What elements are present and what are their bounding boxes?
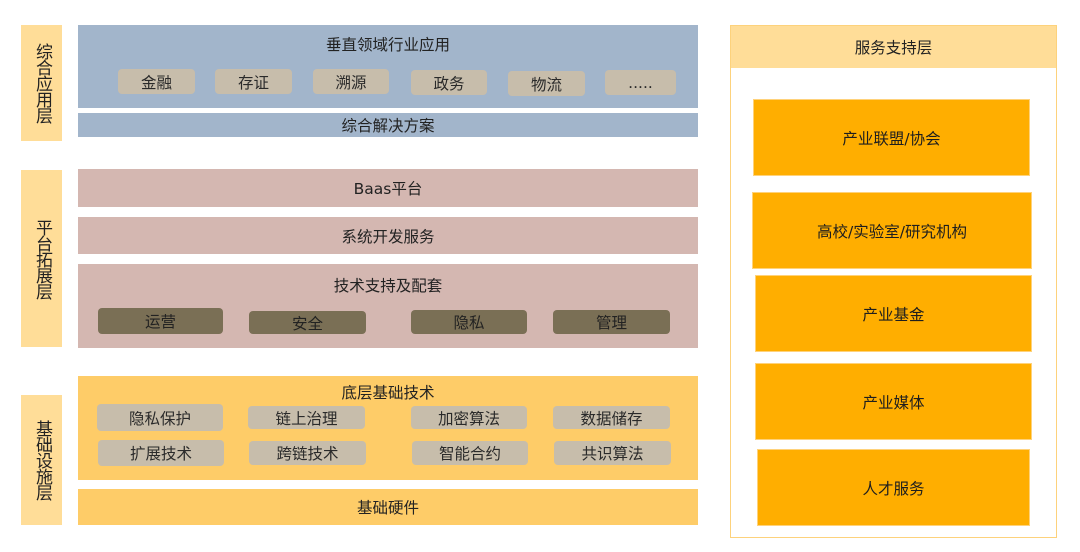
service-card-media: 产业媒体 bbox=[755, 363, 1032, 440]
system-dev-service-text: 系统开发服务 bbox=[341, 227, 435, 246]
tech-support-block: 技术支持及配套 运营 安全 隐私 管理 bbox=[78, 264, 698, 348]
industry-item-government: 政务 bbox=[411, 70, 487, 95]
base-tech-title: 底层基础技术 bbox=[341, 384, 435, 402]
service-card-alliance-text: 产业联盟/协会 bbox=[842, 129, 941, 148]
industry-item-traceability: 溯源 bbox=[313, 69, 389, 94]
system-dev-service-block: 系统开发服务 bbox=[78, 217, 698, 254]
layer-label-platform: 平台拓展层 bbox=[21, 170, 62, 347]
support-item-security: 安全 bbox=[249, 311, 366, 334]
service-card-universities: 高校/实验室/研究机构 bbox=[752, 192, 1032, 269]
vertical-industry-block: 垂直领域行业应用 金融 存证 溯源 政务 物流 ..... bbox=[78, 25, 698, 108]
support-item-operation: 运营 bbox=[98, 308, 223, 334]
base-tech-extension: 扩展技术 bbox=[98, 440, 224, 466]
integrated-solution-text: 综合解决方案 bbox=[341, 117, 435, 135]
service-support-title: 服务支持层 bbox=[854, 39, 933, 57]
base-tech-block: 底层基础技术 隐私保护 链上治理 加密算法 数据储存 扩展技术 跨链技术 智能合… bbox=[78, 376, 698, 480]
industry-item-finance: 金融 bbox=[118, 69, 195, 94]
vertical-industry-title: 垂直领域行业应用 bbox=[325, 36, 450, 54]
support-item-privacy: 隐私 bbox=[411, 310, 527, 334]
service-card-talent: 人才服务 bbox=[757, 449, 1030, 526]
base-tech-data-storage: 数据储存 bbox=[553, 406, 670, 429]
base-tech-cross-chain: 跨链技术 bbox=[249, 441, 366, 465]
service-card-talent-text: 人才服务 bbox=[862, 479, 925, 498]
integrated-solution-block: 综合解决方案 bbox=[78, 113, 698, 137]
service-card-media-text: 产业媒体 bbox=[862, 393, 925, 412]
tech-support-title: 技术支持及配套 bbox=[333, 277, 443, 295]
layer-label-platform-text: 平台拓展层 bbox=[32, 218, 52, 299]
layer-label-application-text: 综合应用层 bbox=[32, 43, 52, 123]
base-hardware-text: 基础硬件 bbox=[356, 499, 419, 517]
base-tech-smart-contract: 智能合约 bbox=[412, 441, 528, 465]
industry-item-logistics: 物流 bbox=[508, 71, 585, 96]
base-tech-privacy-protection: 隐私保护 bbox=[97, 404, 223, 431]
baas-platform-text: Baas平台 bbox=[353, 180, 423, 198]
base-tech-onchain-governance: 链上治理 bbox=[248, 406, 365, 429]
layer-label-infrastructure: 基础设施层 bbox=[21, 395, 62, 525]
baas-platform-block: Baas平台 bbox=[78, 169, 698, 207]
base-tech-encryption: 加密算法 bbox=[411, 406, 527, 429]
service-card-alliance: 产业联盟/协会 bbox=[753, 99, 1030, 176]
service-card-fund: 产业基金 bbox=[755, 275, 1032, 352]
industry-item-more: ..... bbox=[605, 70, 676, 95]
base-tech-consensus: 共识算法 bbox=[554, 441, 671, 465]
industry-item-notarization: 存证 bbox=[215, 69, 292, 94]
base-hardware-block: 基础硬件 bbox=[78, 489, 698, 525]
service-card-fund-text: 产业基金 bbox=[862, 305, 925, 324]
service-support-header: 服务支持层 bbox=[731, 26, 1056, 68]
service-card-universities-text: 高校/实验室/研究机构 bbox=[817, 222, 967, 241]
support-item-management: 管理 bbox=[553, 310, 670, 334]
layer-label-application: 综合应用层 bbox=[21, 25, 62, 141]
layer-label-infrastructure-text: 基础设施层 bbox=[32, 420, 52, 500]
